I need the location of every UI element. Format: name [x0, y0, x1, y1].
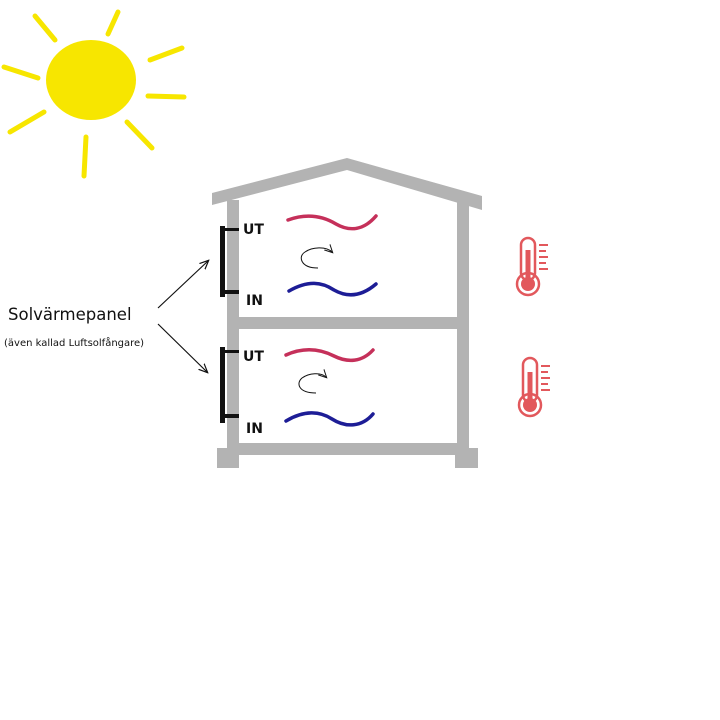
- lower-circular-arrow-icon: [298, 374, 326, 394]
- panel-subtitle: (även kallad Luftsolfångare): [4, 336, 144, 349]
- lower-cool-air-wave: [284, 411, 375, 427]
- upper-cool-air-wave: [287, 281, 378, 297]
- house-left-wall-upper: [227, 200, 239, 323]
- lower-warm-air-wave: [284, 348, 375, 363]
- solar-panel-lower: [220, 347, 239, 423]
- upper-out-label: UT: [243, 222, 264, 238]
- lower-in-label: IN: [246, 421, 263, 437]
- panel-title: Solvärmepanel: [8, 305, 132, 324]
- house-roof: [212, 158, 482, 210]
- house-outline: [212, 158, 482, 468]
- house-left-foot: [217, 448, 239, 468]
- house-right-foot: [455, 448, 478, 468]
- pointer-arrow-upper: [157, 261, 208, 309]
- upper-thermometer-icon: [515, 236, 548, 297]
- upper-warm-air-wave: [286, 214, 378, 231]
- lower-thermometer-icon: [517, 356, 550, 418]
- house-left-wall-lower: [227, 318, 239, 448]
- upper-circular-arrow-icon: [300, 248, 332, 269]
- upper-in-label: IN: [246, 293, 263, 309]
- lower-out-label: UT: [243, 349, 264, 365]
- sun-icon: [1, 9, 187, 179]
- pointer-arrow-lower: [157, 323, 207, 372]
- solar-panel-upper: [220, 226, 239, 297]
- house-bottom-floor: [227, 443, 469, 455]
- house-middle-floor: [227, 317, 469, 329]
